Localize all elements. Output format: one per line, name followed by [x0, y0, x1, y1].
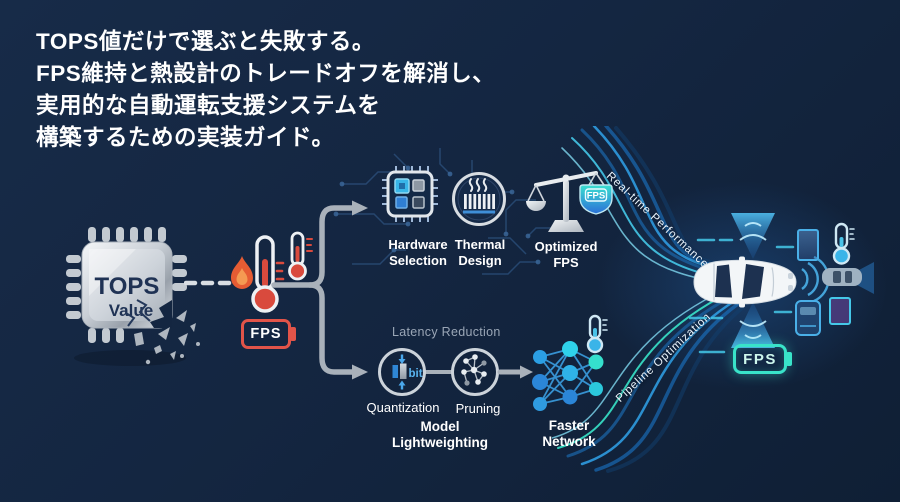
fps-shield-icon	[579, 184, 613, 215]
headline-line-4: 構築するための実装ガイド。	[36, 125, 335, 150]
thermometer-hot-small-icon	[288, 231, 313, 281]
battery-terminal	[786, 352, 792, 366]
thermometer-hot-icon	[251, 235, 285, 313]
tops-chip-icon: TOPS Value	[66, 227, 200, 366]
model-lightweighting-icons: bit	[378, 348, 533, 396]
model-lightweighting-label: Model Lightweighting	[392, 419, 488, 450]
fps-battery-full-label: FPS	[743, 350, 777, 368]
thermal-design-icon	[452, 172, 506, 226]
detected-obstacle-icon	[829, 297, 851, 325]
fps-battery-low-icon: FPS	[241, 319, 296, 349]
tops-chip-title: TOPS	[95, 273, 160, 300]
fps-shield-label: FPS	[587, 191, 605, 202]
headline: TOPS値だけで選ぶと失敗する。 FPS維持と熱設計のトレードオフを解消し、 実…	[36, 26, 536, 154]
hardware-selection-label: Hardware Selection	[388, 237, 448, 268]
hardware-selection-icon	[382, 166, 438, 222]
battery-terminal	[290, 327, 296, 341]
headline-line-2: FPS維持と熱設計のトレードオフを解消し、	[36, 61, 496, 86]
fps-battery-full-icon: FPS	[733, 344, 792, 374]
sensor-cone-top-icon	[731, 213, 775, 259]
tops-chip-subtitle: Value	[109, 301, 153, 320]
sensor-dashes-decoration	[688, 238, 795, 354]
faster-network-label: Faster Network	[542, 418, 596, 449]
detected-vehicle-front-icon	[795, 300, 821, 336]
headline-line-1: TOPS値だけで選ぶと失敗する。	[36, 29, 375, 54]
pruning-label: Pruning	[455, 401, 501, 416]
fps-battery-low-label: FPS	[250, 326, 282, 342]
branch-connector	[271, 200, 368, 380]
latency-reduction-note: Latency Reduction	[392, 325, 501, 339]
thermal-design-label: Thermal Design	[454, 237, 506, 268]
sensor-cone-bottom-icon	[731, 302, 775, 348]
detected-object-icon	[797, 229, 819, 261]
flame-icon	[231, 256, 253, 289]
detected-car-icon	[822, 268, 862, 286]
neural-network-icon	[532, 341, 604, 411]
optimized-fps-label: Optimized FPS	[534, 239, 598, 270]
car-top-icon	[693, 256, 797, 308]
dashed-connector	[184, 280, 232, 286]
headline-line-3: 実用的な自動運転支援システムを	[36, 93, 381, 118]
balance-scale-icon: FPS	[526, 171, 613, 232]
chip-fragments	[134, 310, 200, 365]
bit-label: bit	[408, 368, 422, 380]
thermometer-cool-right-icon	[832, 222, 855, 265]
quantization-label: Quantization	[366, 400, 440, 415]
thermometer-cool-icon	[586, 314, 608, 354]
